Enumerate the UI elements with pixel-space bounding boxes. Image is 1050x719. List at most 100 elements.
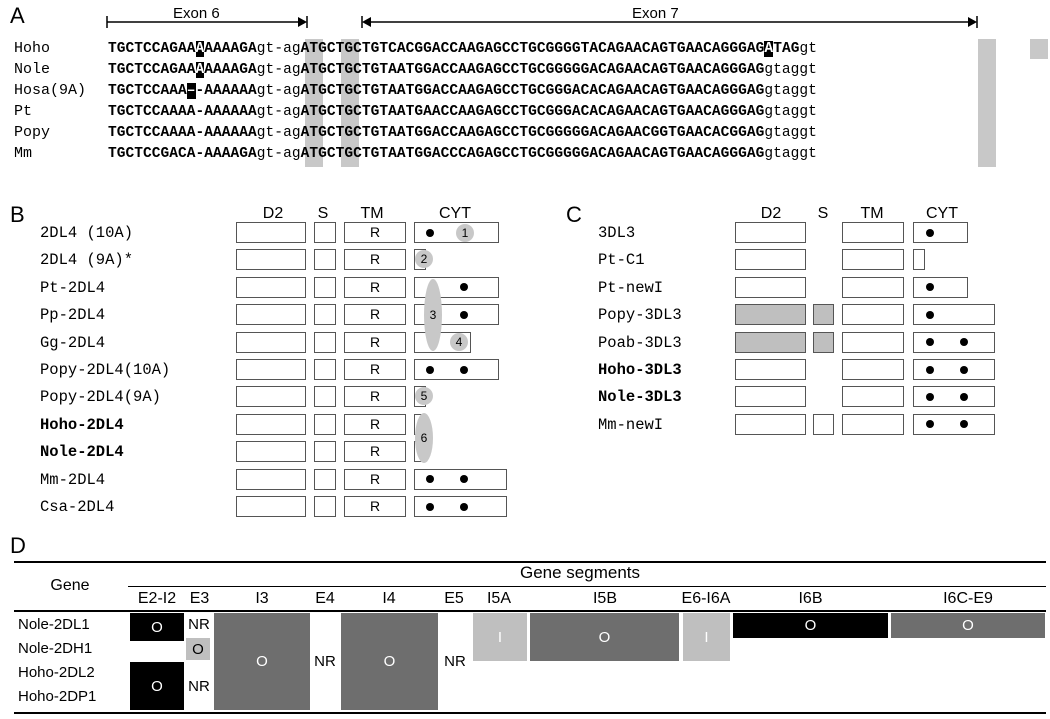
c-cyt-box	[913, 304, 995, 326]
b-cyt-dot	[460, 475, 468, 484]
c-cyt-box	[913, 331, 995, 353]
seq-s3: ATGCTGCTGTAATGGACCCAGAGCCTGCGGGGGACAGAAC…	[300, 146, 765, 162]
exon7-end-column	[978, 39, 996, 167]
b-d2-box	[236, 249, 306, 271]
b-row-label: Csa-2DL4	[40, 498, 115, 516]
b-tm-r-label: R	[369, 498, 381, 514]
b-cyt-dot	[426, 502, 434, 511]
d-col-head: E4	[315, 590, 335, 607]
splice-acceptor-column	[341, 39, 359, 167]
b-row-label: Gg-2DL4	[40, 333, 106, 352]
seq-s1: TGCTCCAGAA	[108, 62, 196, 78]
seq-gt: gt	[256, 104, 275, 120]
b-variant-marker: 1	[456, 224, 474, 242]
c-d2-box	[735, 331, 806, 353]
b-s-box	[314, 222, 336, 243]
c-cyt-dot	[926, 392, 934, 401]
c-row-label: Nole-3DL3	[598, 388, 682, 407]
d-col-head: I4	[382, 590, 396, 607]
seq-s4: TAG	[773, 41, 800, 57]
b-d2-box	[236, 468, 306, 490]
b-cyt-dot	[426, 475, 434, 484]
seq-s2: -AAAAAA	[195, 104, 257, 120]
c-cyt-box	[913, 386, 995, 408]
seq-s1: TGCTCCAAA	[108, 83, 187, 99]
c-row-label: Mm-newI	[598, 415, 664, 434]
panel-a-letter: A	[10, 3, 25, 28]
b-head-s: S	[317, 205, 329, 222]
d-col-head: E2-I2	[137, 590, 177, 607]
d-segment-cell: NR	[314, 653, 336, 670]
b-tm-box	[344, 496, 406, 517]
b-row-label: 2DL4 (9A)*	[40, 251, 134, 270]
seq-ag: ag	[283, 83, 301, 99]
seq-ag: ag	[283, 41, 301, 57]
c-cyt-dot	[926, 338, 934, 347]
c-d2-box	[735, 413, 806, 435]
seq-tail: gt	[799, 41, 817, 57]
seq-line: TGCTCCAAAA-AAAAAAgt-agATGCTGCTGTAATGAACC…	[108, 103, 817, 121]
b-s-box	[314, 331, 336, 353]
c-d2-box	[735, 386, 806, 408]
b-head-d2: D2	[262, 205, 284, 222]
seq-s3: ATGCTGCTGTAATGGACCAAGAGCCTGCGGGGGACAGAAC…	[300, 125, 765, 141]
seq-dash: -	[274, 62, 284, 78]
seq-ag: ag	[283, 62, 301, 78]
seq-dash: -	[274, 125, 284, 141]
d-segments-head: Gene segments	[519, 563, 640, 582]
b-s-box	[314, 496, 336, 517]
c-tm-box	[842, 413, 904, 435]
c-tm-box	[842, 276, 904, 298]
b-s-box	[314, 441, 336, 463]
seq-gt: gt	[256, 125, 275, 141]
d-col-head: I6C-E9	[943, 590, 993, 607]
seq-tail: gtaggt	[764, 146, 817, 162]
exon7-label: Exon 7	[632, 5, 679, 22]
d-gene-name: Hoho-2DP1	[18, 688, 97, 705]
b-s-box	[314, 276, 336, 298]
b-row-label: Hoho-2DL4	[40, 415, 124, 434]
seq-s2: AAAAGA	[204, 62, 257, 78]
b-variant-marker: 4	[450, 333, 468, 351]
c-tm-box	[842, 222, 904, 243]
seq-name: Nole	[14, 61, 51, 78]
seq-name: Pt	[14, 103, 33, 120]
d-segment-cell: O	[733, 613, 888, 638]
b-tm-r-label: R	[369, 443, 381, 460]
c-d2-box	[735, 359, 806, 380]
c-head-tm: TM	[860, 205, 884, 222]
c-cyt-box	[913, 249, 925, 271]
b-s-box	[314, 304, 336, 326]
b-tm-r-label: R	[369, 333, 381, 350]
d-col-head: I5B	[592, 590, 617, 607]
panel-b-letter: B	[10, 202, 25, 227]
d-segments-rule	[128, 586, 1046, 587]
b-cyt-dot	[460, 283, 468, 292]
b-d2-box	[236, 222, 306, 243]
d-col-head: I6B	[798, 590, 823, 607]
c-tm-box	[842, 249, 904, 271]
seq-s1: TGCTCCAAAA	[108, 125, 196, 141]
c-cyt-dot	[926, 283, 934, 292]
c-row-label: Poab-3DL3	[598, 333, 682, 352]
d-segment-cell: O	[530, 613, 679, 661]
c-row-label: Popy-3DL3	[598, 306, 682, 325]
c-cyt-box	[913, 359, 995, 380]
b-tm-box	[344, 359, 406, 380]
c-cyt-dot	[960, 365, 968, 374]
b-variant-marker: 6	[415, 413, 433, 463]
seq-ag: ag	[283, 104, 301, 120]
c-head-d2: D2	[760, 205, 782, 222]
d-header-rule	[14, 610, 1046, 612]
d-col-head: I3	[255, 590, 269, 607]
seq-tail: gtaggt	[764, 83, 817, 99]
b-s-box	[314, 413, 336, 435]
c-cyt-dot	[926, 365, 934, 374]
b-row-label: 2DL4 (10A)	[40, 224, 134, 242]
seq-line: TGCTCCGACA-AAAAGAgt-agATGCTGCTGTAATGGACC…	[108, 145, 817, 163]
b-d2-box	[236, 496, 306, 517]
b-variant-marker: 3	[424, 279, 442, 351]
seq-tail: gtaggt	[764, 104, 817, 120]
seq-gt: gt	[256, 62, 275, 78]
b-row-label: Mm-2DL4	[40, 470, 106, 489]
